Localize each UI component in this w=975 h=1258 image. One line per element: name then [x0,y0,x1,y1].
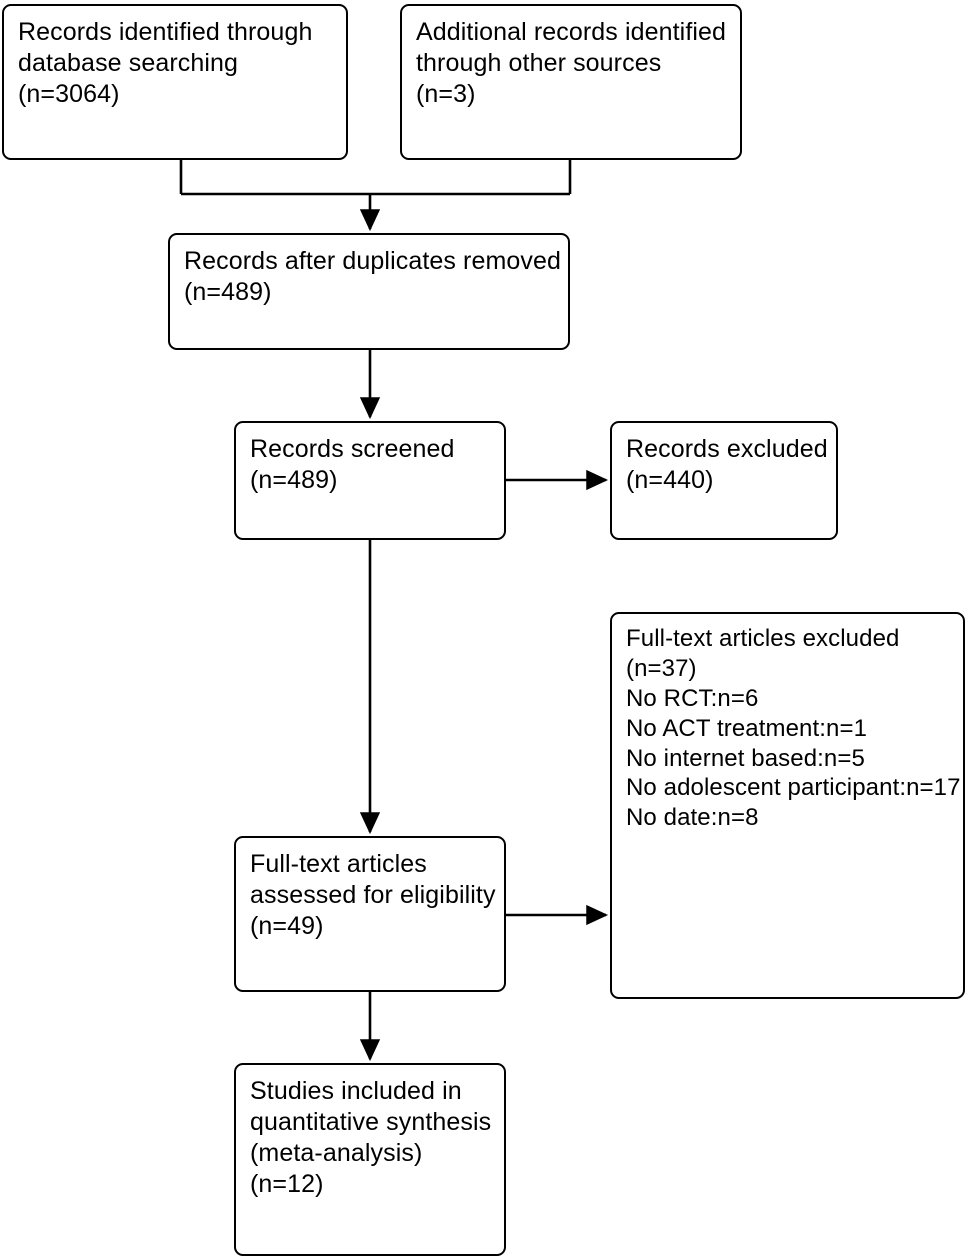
node-text-line: (meta-analysis) [250,1139,423,1167]
exclusion-reason-no-adolescent-participant: No adolescent participant:n=17 [626,774,961,802]
node-count: (n=489) [184,278,272,306]
node-count: (n=12) [250,1170,324,1198]
node-additional-records-other-sources: Additional records identified through ot… [400,4,742,160]
node-count: (n=3) [416,80,476,108]
node-count: (n=440) [626,466,714,494]
node-text-line: database searching [18,49,239,77]
node-text-line: Records after duplicates removed [184,247,561,275]
node-text-line: Full-text articles excluded [626,625,900,652]
connector-top-merge [179,160,572,232]
node-records-identified-database-searching: Records identified through database sear… [2,4,348,160]
exclusion-reason-no-date: No date:n=8 [626,804,759,832]
node-records-excluded: Records excluded (n=440) [610,421,838,540]
exclusion-reason-no-internet-based: No internet based:n=5 [626,744,865,772]
node-text-line: quantitative synthesis [250,1108,492,1136]
node-text-line: Studies included in [250,1077,462,1105]
node-count: (n=37) [626,654,697,682]
exclusion-reason-no-rct: No RCT:n=6 [626,684,759,712]
node-full-text-articles-assessed-eligibility: Full-text articles assessed for eligibil… [234,836,506,992]
node-text-line: Records identified through [18,18,313,46]
node-count: (n=49) [250,912,324,940]
node-text-line: Records screened [250,435,455,463]
node-text-line: assessed for eligibility [250,881,496,909]
node-count: (n=3064) [18,80,120,108]
node-records-screened: Records screened (n=489) [234,421,506,540]
node-full-text-articles-excluded: Full-text articles excluded (n=37) No RC… [610,612,965,999]
node-text-line: through other sources [416,49,662,77]
node-count: (n=489) [250,466,338,494]
node-text-line: Additional records identified [416,18,727,46]
node-text-line: Full-text articles [250,850,427,878]
node-studies-included-quantitative-synthesis: Studies included in quantitative synthes… [234,1063,506,1256]
node-records-after-duplicates-removed: Records after duplicates removed (n=489) [168,233,570,350]
exclusion-reason-no-act-treatment: No ACT treatment:n=1 [626,714,868,742]
node-text-line: Records excluded [626,435,828,463]
